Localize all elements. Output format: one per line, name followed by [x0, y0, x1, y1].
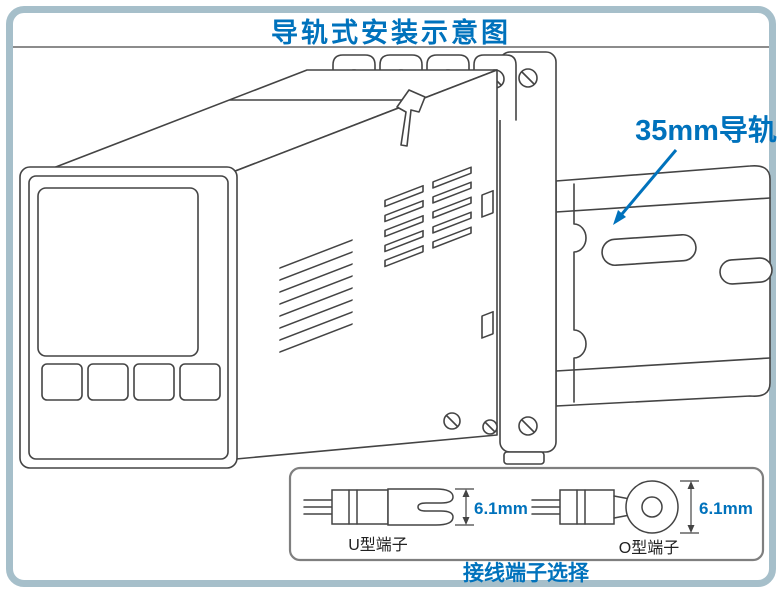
terminal-selection-panel: 6.1mm U型端子 6.1mm O型端子 [288, 466, 765, 562]
din-rail-edge-notches [573, 183, 587, 403]
display-window [37, 187, 199, 357]
o-terminal-label: O型端子 [619, 539, 679, 557]
controller-device [19, 51, 557, 469]
front-panel-inset [28, 175, 229, 460]
terminal-caption: 接线端子选择 [463, 561, 590, 585]
din-rail-fold-top [555, 197, 771, 213]
din-rail-slot-right [719, 257, 773, 285]
u-terminal-fork [387, 488, 454, 526]
din-rail [555, 164, 773, 407]
u-terminal-dimension [455, 488, 474, 526]
o-terminal-drawing [531, 480, 679, 534]
o-terminal-barrel [559, 489, 615, 525]
page-title: 导轨式安装示意图 [271, 18, 511, 48]
rail-label: 35mm导轨 [635, 113, 777, 147]
rail-annotation: 35mm导轨 [613, 113, 777, 225]
panel-button-3 [133, 363, 175, 401]
rail-clip-lever [396, 89, 426, 147]
title-divider [13, 46, 769, 48]
u-terminal-label: U型端子 [348, 536, 408, 554]
u-terminal-drawing [303, 488, 454, 526]
u-dimension-label: 6.1mm [474, 499, 528, 518]
rail-arrow-line [620, 149, 678, 215]
o-terminal-dimension [680, 480, 699, 534]
u-terminal-wire [303, 499, 333, 515]
u-terminal-barrel [331, 489, 389, 525]
rail-arrow-head [613, 210, 626, 225]
din-rail-fold-bottom [555, 357, 771, 372]
ventilation-slots [279, 166, 494, 353]
o-terminal-ring-hole [641, 496, 663, 518]
rear-clip [503, 451, 545, 465]
panel-button-1 [41, 363, 83, 401]
panel-button-4 [179, 363, 221, 401]
panel-button-2 [87, 363, 129, 401]
o-terminal-wire [531, 499, 561, 515]
din-rail-slot [601, 233, 697, 267]
o-dimension-label: 6.1mm [699, 499, 753, 518]
din-rail-body [555, 164, 771, 407]
